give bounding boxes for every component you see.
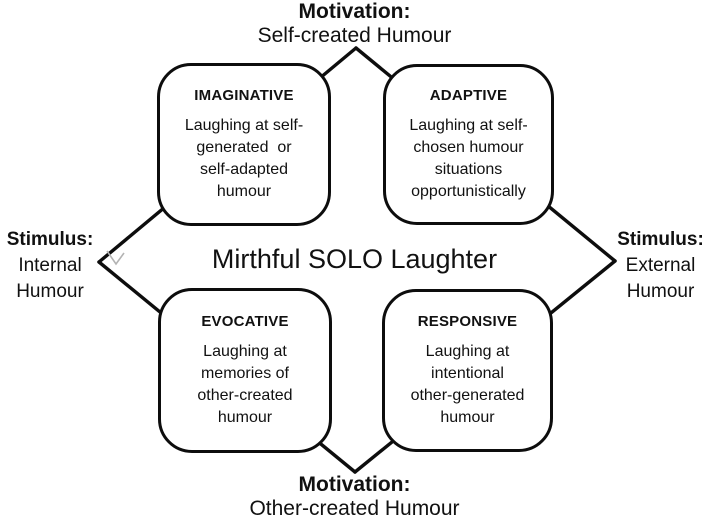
quadrant-imaginative-title: IMAGINATIVE [194,87,294,104]
center-title: Mirthful SOLO Laughter [211,244,498,274]
axis-bottom-label: Motivation: [298,473,411,496]
quadrant-responsive: RESPONSIVE Laughing at intentional other… [382,289,553,452]
quadrant-responsive-title: RESPONSIVE [417,313,518,330]
axis-left-stimulus: Stimulus: Internal Humour [0,227,100,305]
axis-left-value: Internal Humour [16,255,84,302]
quadrant-responsive-body: Laughing at intentional other-generated … [410,343,525,426]
axis-right-stimulus: Stimulus: External Humour [612,227,709,305]
quadrant-adaptive-title: ADAPTIVE [429,87,508,104]
quadrant-imaginative: IMAGINATIVE Laughing at self- generated … [157,63,331,226]
quadrant-adaptive: ADAPTIVE Laughing at self- chosen humour… [383,64,554,225]
quadrant-evocative-body: Laughing at memories of other-created hu… [197,343,293,426]
axis-bottom-value: Other-created Humour [249,497,460,520]
quadrant-imaginative-body: Laughing at self- generated or self-adap… [184,117,304,200]
axis-top-label: Motivation: [298,0,411,23]
axis-top-motivation: Motivation: Self-created Humour [0,0,709,48]
axis-right-label: Stimulus: [617,229,704,250]
quadrant-evocative: EVOCATIVE Laughing at memories of other-… [158,288,332,453]
axis-right-value: External Humour [625,255,696,302]
quadrant-adaptive-body: Laughing at self- chosen humour situatio… [409,117,528,200]
stray-checkmark-artifact [106,250,125,266]
axis-left-label: Stimulus: [6,229,94,250]
quadrant-evocative-title: EVOCATIVE [201,313,289,330]
axis-bottom-motivation: Motivation: Other-created Humour [0,473,709,521]
axis-top-value: Self-created Humour [257,24,452,47]
